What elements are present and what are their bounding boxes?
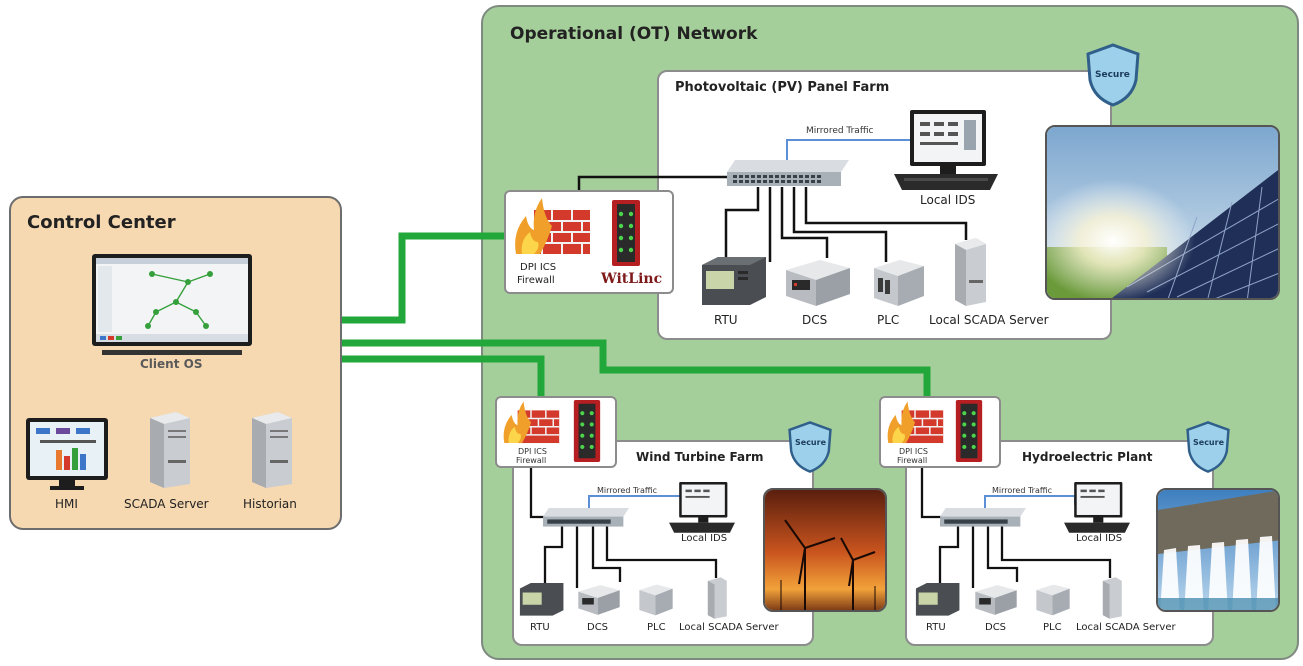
hydro-dcs-label: DCS xyxy=(985,622,1007,633)
client-os-label: Client OS xyxy=(140,357,203,371)
wind-local-scada-label: Local SCADA Server xyxy=(679,622,779,633)
hydro-ids-icon xyxy=(1061,482,1133,538)
hydro-plant-title: Hydroelectric Plant xyxy=(1022,450,1153,464)
hmi-label: HMI xyxy=(55,497,78,511)
pv-farm-title: Photovoltaic (PV) Panel Farm xyxy=(675,80,890,95)
control-center-title: Control Center xyxy=(27,212,176,233)
pv-secure-shield-icon xyxy=(1084,42,1142,112)
pv-dcs-label: DCS xyxy=(802,313,828,327)
hydro-secure-label: Secure xyxy=(1193,438,1224,447)
hydro-firewall-label-2: Firewall xyxy=(897,456,928,465)
hydro-plant-photo xyxy=(1156,488,1280,612)
pv-mirrored-traffic-label: Mirrored Traffic xyxy=(806,126,874,136)
pv-witlinc-label: WitLinc xyxy=(601,271,663,287)
wind-firewall-label-1: DPI ICS xyxy=(518,447,547,456)
hydro-local-scada-icon xyxy=(1100,576,1124,624)
pv-firewall-label-2: Firewall xyxy=(517,275,555,286)
link-to-hydro-plant xyxy=(342,339,931,398)
pv-plc-label: PLC xyxy=(877,313,900,327)
pv-farm-photo xyxy=(1045,125,1280,300)
wind-farm-photo xyxy=(763,488,887,612)
historian-icon xyxy=(248,410,294,494)
hydro-dcs-icon xyxy=(974,583,1018,621)
pv-ids-icon xyxy=(894,110,998,196)
wind-secure-shield-icon xyxy=(786,420,834,478)
pv-dcs-icon xyxy=(784,258,852,312)
wind-ids-icon xyxy=(666,482,738,538)
hydro-local-scada-label: Local SCADA Server xyxy=(1076,622,1176,633)
link-to-pv-farm xyxy=(342,232,505,324)
hydro-firewall-icon xyxy=(884,400,946,450)
wind-plc-icon xyxy=(638,583,674,621)
wind-secure-label: Secure xyxy=(795,438,826,447)
pv-secure-label: Secure xyxy=(1095,70,1130,80)
client-monitor xyxy=(92,254,252,376)
scada-server-icon xyxy=(146,410,192,494)
wind-firewall-label-2: Firewall xyxy=(516,456,547,465)
pv-ids-label: Local IDS xyxy=(920,193,976,207)
wind-plc-label: PLC xyxy=(647,622,666,633)
hydro-rtu-icon xyxy=(913,583,961,621)
wind-rtu-icon xyxy=(517,583,565,621)
wind-local-scada-icon xyxy=(705,576,729,624)
wind-farm-title: Wind Turbine Farm xyxy=(636,450,764,464)
pv-firewall-label-1: DPI ICS xyxy=(520,262,557,273)
link-to-wind-farm xyxy=(342,355,545,398)
hydro-ids-label: Local IDS xyxy=(1076,533,1123,544)
wind-ids-label: Local IDS xyxy=(681,533,728,544)
pv-network-switch xyxy=(727,160,849,192)
hydro-rtu-label: RTU xyxy=(926,622,946,633)
pv-rtu-label: RTU xyxy=(714,313,738,327)
hydro-witlinc-device-icon xyxy=(955,400,983,466)
hydro-plc-label: PLC xyxy=(1043,622,1062,633)
wind-dcs-icon xyxy=(577,583,621,621)
pv-local-scada-icon xyxy=(952,236,988,312)
pv-firewall-icon xyxy=(512,196,592,262)
wind-rtu-label: RTU xyxy=(530,622,550,633)
wind-witlinc-device-icon xyxy=(573,400,601,466)
wind-mirrored-traffic-label: Mirrored Traffic xyxy=(597,486,657,495)
hydro-mirrored-traffic-label: Mirrored Traffic xyxy=(992,486,1052,495)
wind-network-switch xyxy=(543,508,629,532)
pv-local-scada-label: Local SCADA Server xyxy=(929,313,1049,327)
hydro-network-switch xyxy=(940,508,1026,532)
hmi-icon xyxy=(26,418,108,497)
wind-dcs-label: DCS xyxy=(587,622,609,633)
scada-server-label: SCADA Server xyxy=(124,497,209,511)
pv-witlinc-device-icon xyxy=(612,200,640,270)
pv-rtu-icon xyxy=(698,257,768,311)
wind-firewall-icon xyxy=(500,400,562,450)
hydro-plc-icon xyxy=(1035,583,1071,621)
historian-label: Historian xyxy=(243,497,297,511)
ot-network-title: Operational (OT) Network xyxy=(510,24,758,44)
hydro-firewall-label-1: DPI ICS xyxy=(899,447,928,456)
pv-plc-icon xyxy=(872,258,926,312)
hydro-secure-shield-icon xyxy=(1184,420,1232,478)
